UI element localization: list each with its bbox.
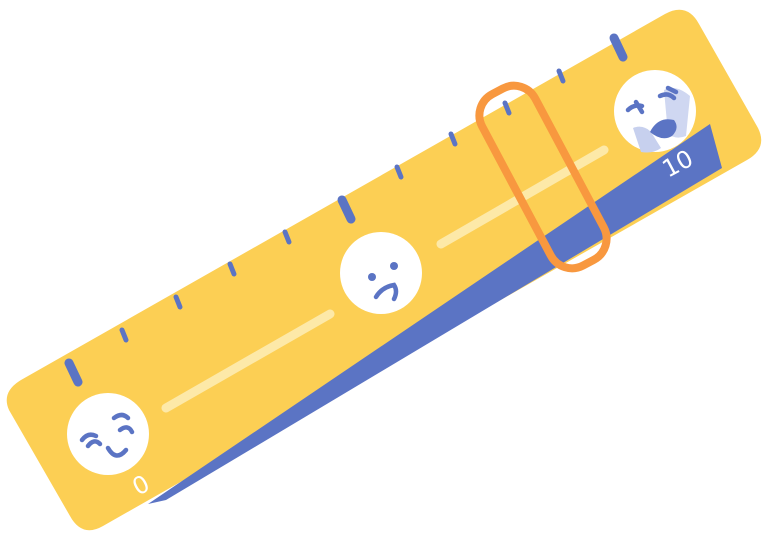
pain-scale-selector-icon[interactable] xyxy=(471,77,615,276)
tick-mark-major xyxy=(337,195,356,224)
tick-marks xyxy=(64,33,628,387)
tick-mark xyxy=(448,131,458,147)
tick-mark xyxy=(502,100,512,116)
tick-mark xyxy=(282,229,292,245)
tick-mark-major xyxy=(609,33,628,62)
pain-scale-selector[interactable] xyxy=(471,77,615,276)
tick-mark xyxy=(119,327,129,343)
tick-mark xyxy=(173,294,183,310)
tick-mark xyxy=(227,261,237,277)
happy-face-icon xyxy=(67,393,149,475)
intensity-wedge xyxy=(148,124,722,504)
tick-mark xyxy=(556,68,566,84)
tick-mark xyxy=(394,164,404,180)
crying-face-icon xyxy=(614,70,696,153)
tick-mark-major xyxy=(64,358,83,387)
neutral-face-icon xyxy=(340,232,422,314)
